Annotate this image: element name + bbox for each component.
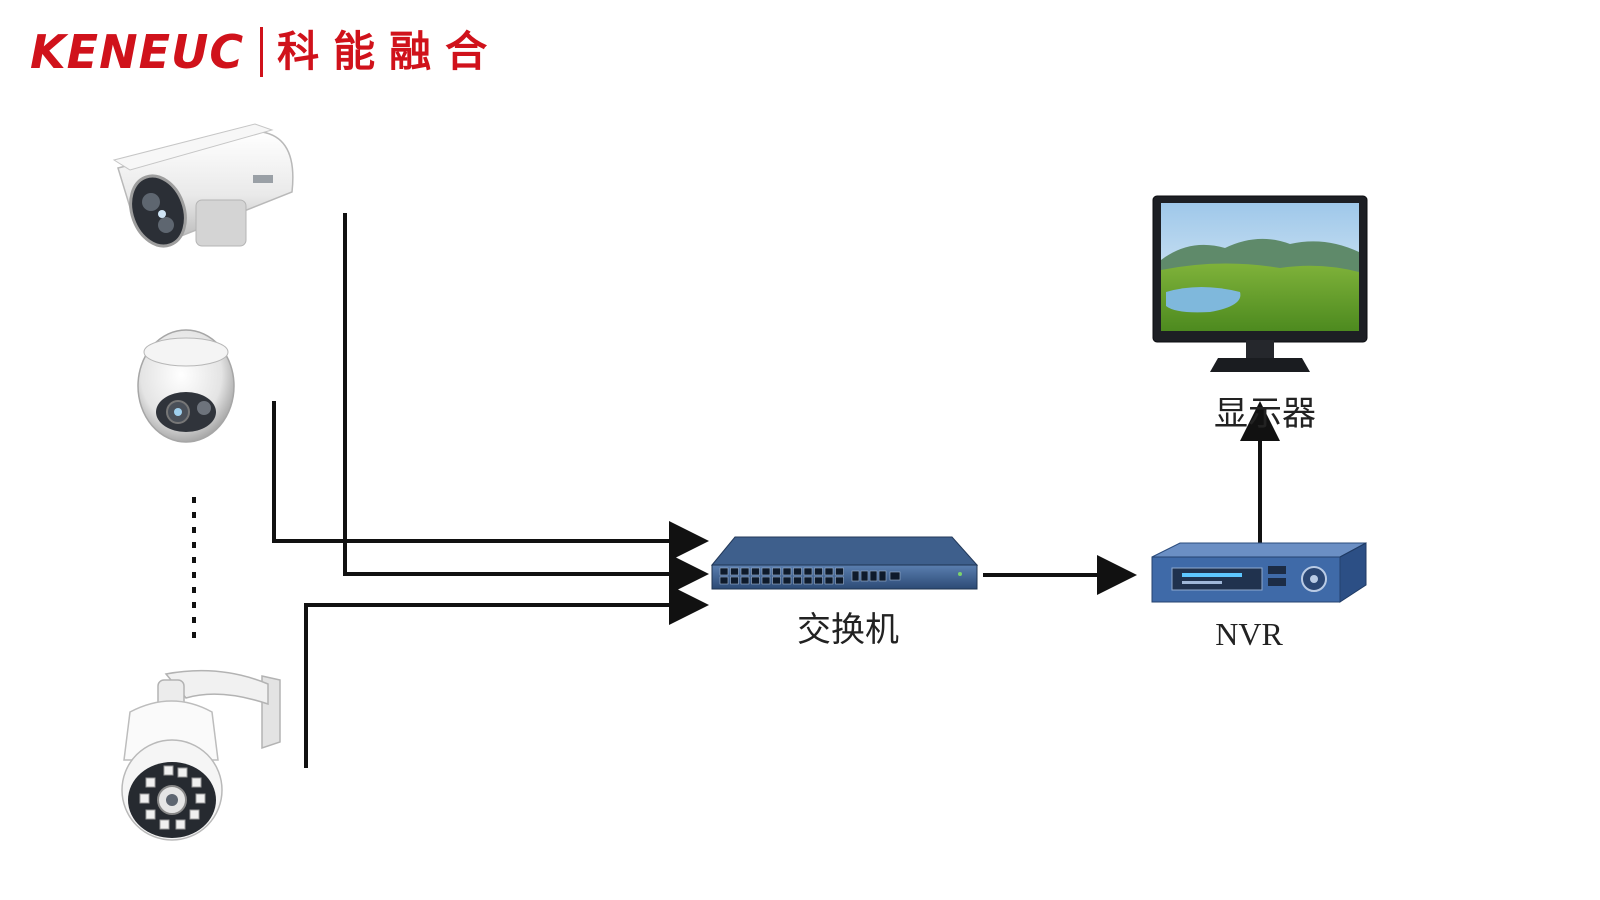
camera-link-3 [304, 585, 709, 768]
switch-port [772, 567, 781, 576]
switch-port [761, 567, 771, 576]
switch-port [740, 576, 750, 585]
camera-link-1 [343, 213, 709, 594]
switch-port [793, 576, 802, 585]
connection-lines [272, 213, 1280, 768]
switch-port [803, 567, 813, 576]
brand-logo-cn: 科能融合 [277, 27, 502, 76]
switch-sfp-port [878, 570, 887, 582]
dome-camera-icon [137, 329, 235, 443]
camera-link-2 [272, 401, 709, 561]
switch-port [793, 567, 802, 576]
display-label: 显示器 [1214, 394, 1316, 434]
brand-logo: KENEUC 科能融合 [30, 22, 501, 82]
switch-port [835, 576, 844, 585]
switch-port [751, 576, 760, 585]
nvr-label: NVR [1215, 616, 1283, 652]
network-switch-icon [710, 536, 979, 590]
switch-port [824, 567, 834, 576]
switch-port [782, 567, 792, 576]
brand-logo-en: KENEUC [30, 25, 245, 79]
switch-port [719, 567, 729, 576]
switch-port [772, 576, 781, 585]
switch-sfp-port [869, 570, 878, 582]
switch-port [751, 567, 760, 576]
switch-label: 交换机 [797, 610, 899, 650]
switch-sfp-port [860, 570, 869, 582]
switch-port [814, 567, 823, 576]
ptz-camera-icon [121, 669, 281, 841]
bullet-camera-icon [112, 123, 294, 248]
nvr-recorder-icon [1151, 542, 1367, 603]
switch-port [761, 576, 771, 585]
switch-port [740, 567, 750, 576]
switch-port [782, 576, 792, 585]
switch-port [730, 567, 739, 576]
switch-port [719, 576, 729, 585]
switch-port [824, 576, 834, 585]
switch-port [730, 576, 739, 585]
switch-sfp-port [851, 570, 860, 582]
switch-port [803, 576, 813, 585]
brand-logo-divider [260, 27, 264, 77]
switch-port [835, 567, 844, 576]
switch-port [814, 576, 823, 585]
monitor-icon [1152, 195, 1368, 372]
